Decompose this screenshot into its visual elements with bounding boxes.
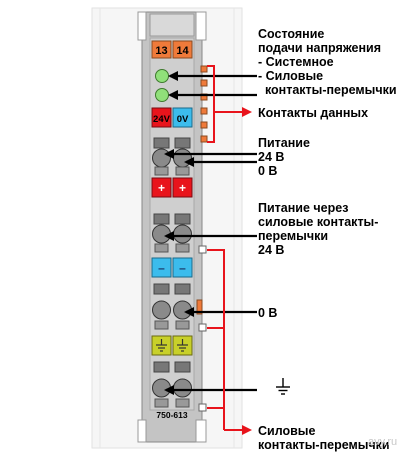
tile-0v-label: 0V bbox=[177, 114, 189, 125]
power-contacts-bottom-label: Силовые контакты-перемычки bbox=[258, 424, 390, 452]
tile-24v bbox=[151, 107, 172, 128]
watermark: avy.ru bbox=[368, 436, 398, 448]
minus-tile-left bbox=[151, 257, 172, 278]
power-via-contacts-label: Питание через силовые контакты- перемычк… bbox=[258, 201, 379, 257]
power-contact-markers bbox=[198, 245, 207, 412]
zero-v-label: 0 В bbox=[258, 306, 278, 320]
plus-tile-left bbox=[151, 177, 172, 198]
red-brackets bbox=[207, 65, 252, 435]
data-contacts-label: Контакты данных bbox=[258, 106, 369, 120]
plus-right-label: + bbox=[179, 181, 186, 195]
channel-13-tile bbox=[151, 40, 172, 59]
minus-left-label: – bbox=[158, 261, 165, 275]
channel-13-label: 13 bbox=[155, 45, 167, 57]
terminal-module bbox=[137, 11, 208, 443]
wire-entry-pair-2 bbox=[152, 213, 192, 253]
minus-right-label: – bbox=[179, 261, 186, 275]
power-contacts-led bbox=[155, 88, 169, 102]
channel-14-label: 14 bbox=[176, 45, 189, 57]
power-supply-label: Питание 24 В 0 В bbox=[258, 136, 310, 178]
channel-14-tile bbox=[172, 40, 193, 59]
side-contacts bbox=[200, 65, 208, 143]
plus-tile-right bbox=[172, 177, 193, 198]
supply-status-label: Состояние подачи напряжения - Системное … bbox=[258, 27, 397, 97]
ground-icon bbox=[276, 378, 290, 395]
tile-24v-label: 24V bbox=[153, 114, 171, 125]
model-number: 750-613 bbox=[156, 410, 187, 420]
system-supply-led bbox=[155, 69, 169, 83]
minus-tile-right bbox=[172, 257, 193, 278]
plus-left-label: + bbox=[158, 181, 165, 195]
tile-0v bbox=[172, 107, 193, 128]
